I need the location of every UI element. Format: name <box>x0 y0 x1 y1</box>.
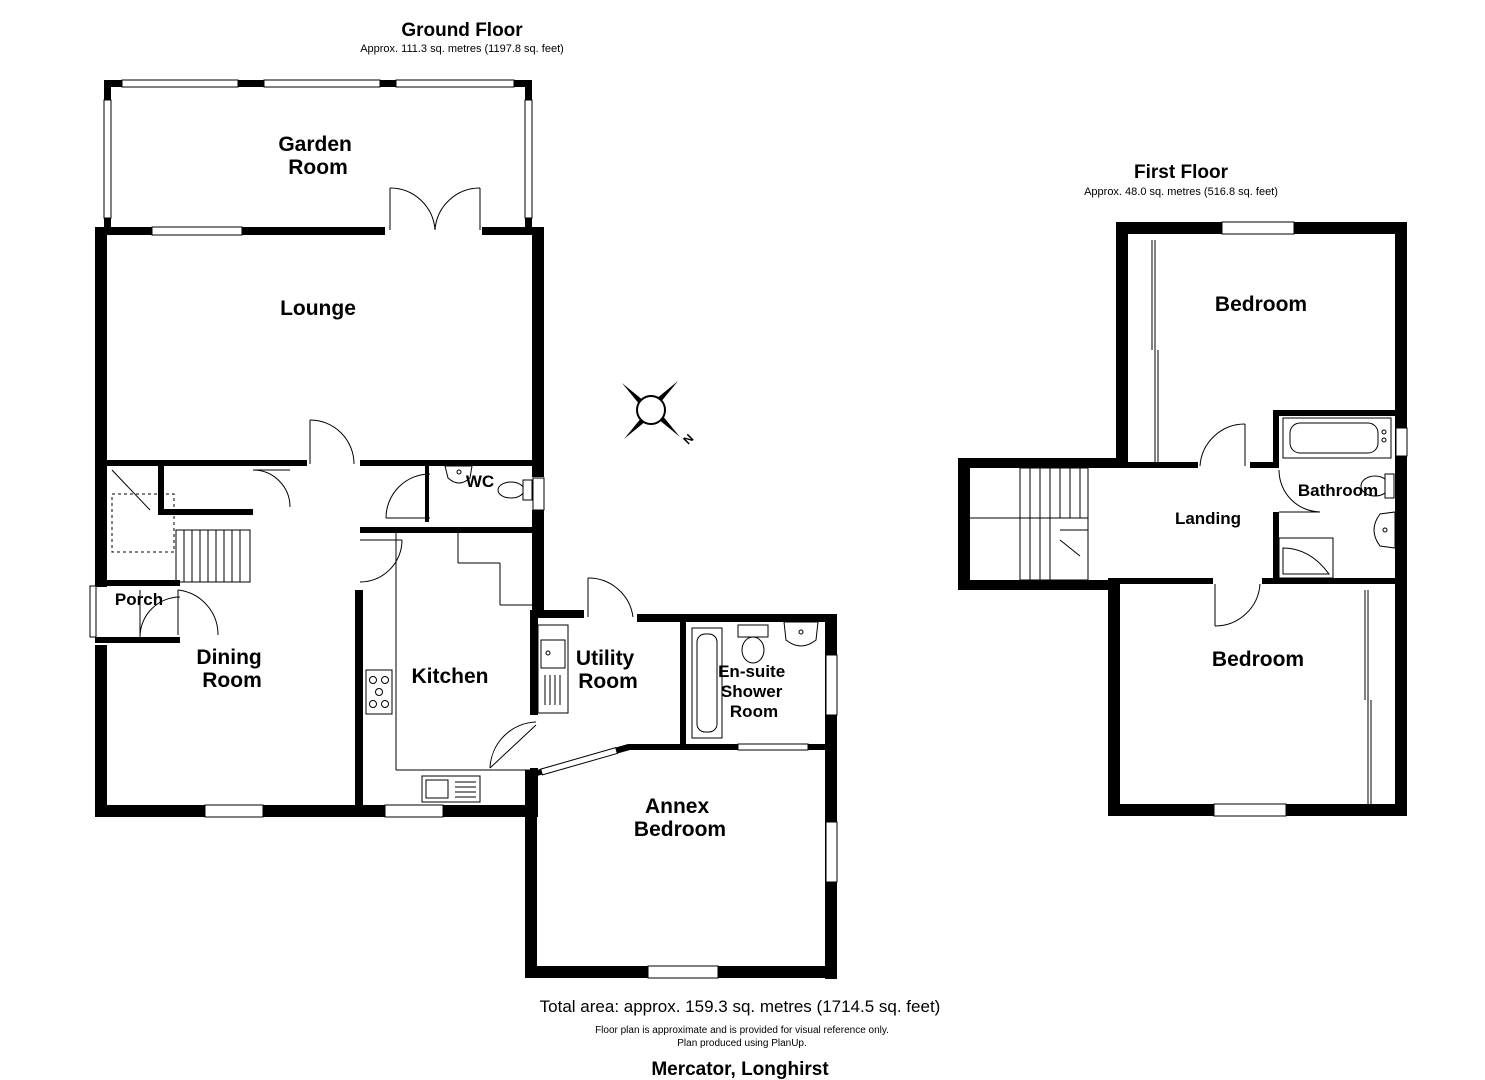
room-label-bathroom: Bathroom <box>1298 481 1378 500</box>
room-label-bedroom-2: Bedroom <box>1212 648 1304 671</box>
ground-floor-stairs <box>111 469 251 583</box>
utility-fixtures <box>489 577 634 769</box>
disclaimer-line-2: Plan produced using PlanUp. <box>677 1038 807 1049</box>
annex-windows <box>540 654 838 979</box>
hob-icon <box>365 669 393 715</box>
compass-north-label: N <box>680 431 696 447</box>
first-floor-title: First Floor <box>1134 162 1229 183</box>
ensuite-fixtures <box>691 621 819 739</box>
garden-room-windows <box>103 79 533 219</box>
ground-floor-area: Approx. 111.3 sq. metres (1197.8 sq. fee… <box>360 43 564 55</box>
room-label-wc: WC <box>466 472 494 491</box>
room-label-bedroom-1: Bedroom <box>1215 293 1307 316</box>
ground-floor-interior-walls <box>95 460 538 817</box>
room-label-annex-bedroom: Annex Bedroom <box>634 795 726 841</box>
wardrobes <box>1151 240 1372 804</box>
room-label-garden-room: Garden Room <box>278 133 357 179</box>
room-label-landing: Landing <box>1175 509 1241 528</box>
compass-icon: N <box>622 381 696 447</box>
total-area: Total area: approx. 159.3 sq. metres (17… <box>540 997 941 1016</box>
ground-floor-title: Ground Floor <box>401 20 523 41</box>
room-label-ensuite: En-suite Shower Room <box>718 662 790 721</box>
ground-floor-doors <box>139 419 431 638</box>
french-doors <box>389 187 481 231</box>
porch-window <box>89 585 97 638</box>
property-address: Mercator, Longhirst <box>651 1059 829 1080</box>
disclaimer-line-1: Floor plan is approximate and is provide… <box>595 1025 889 1036</box>
room-label-utility-room: Utility Room <box>576 647 640 693</box>
bathroom-fixtures <box>1278 417 1396 579</box>
room-label-dining-room: Dining Room <box>196 646 267 692</box>
first-floor-doors <box>1199 423 1321 627</box>
first-floor-area: Approx. 48.0 sq. metres (516.8 sq. feet) <box>1084 186 1278 198</box>
room-label-porch: Porch <box>115 590 163 609</box>
ground-floor-windows <box>151 226 545 818</box>
first-floor-windows <box>1213 221 1408 817</box>
wc-fixtures <box>444 465 533 501</box>
kitchen-units <box>365 533 532 803</box>
room-label-lounge: Lounge <box>280 297 356 320</box>
first-floor-stairs <box>970 467 1089 581</box>
room-label-kitchen: Kitchen <box>411 665 488 688</box>
